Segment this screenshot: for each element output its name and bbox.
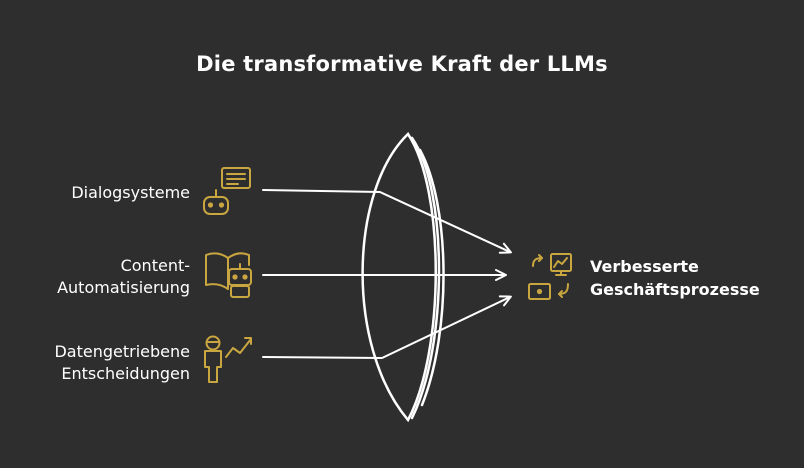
output-label-line2: Geschäftsprozesse (590, 280, 760, 299)
input-label-data-line1: Datengetriebene (54, 342, 190, 361)
input-label-content: Content- Automatisierung (57, 255, 190, 299)
input-label-dialog: Dialogsysteme (71, 182, 190, 204)
input-label-data-line2: Entscheidungen (61, 364, 190, 383)
input-label-content-line1: Content- (120, 256, 190, 275)
chat-robot-icon (203, 167, 251, 215)
book-robot-icon (205, 252, 252, 298)
person-chart-icon (204, 335, 252, 383)
process-cycle-icon (528, 253, 572, 300)
input-label-content-line2: Automatisierung (57, 278, 190, 297)
diagram-title: Die transformative Kraft der LLMs (196, 52, 608, 76)
arrow-data (262, 295, 512, 360)
arrow-dialog (262, 189, 512, 254)
output-label: Verbesserte Geschäftsprozesse (590, 255, 760, 301)
input-label-data: Datengetriebene Entscheidungen (54, 341, 190, 385)
input-label-dialog-line1: Dialogsysteme (71, 183, 190, 202)
lens-shape (361, 132, 445, 423)
output-label-line1: Verbesserte (590, 257, 699, 276)
